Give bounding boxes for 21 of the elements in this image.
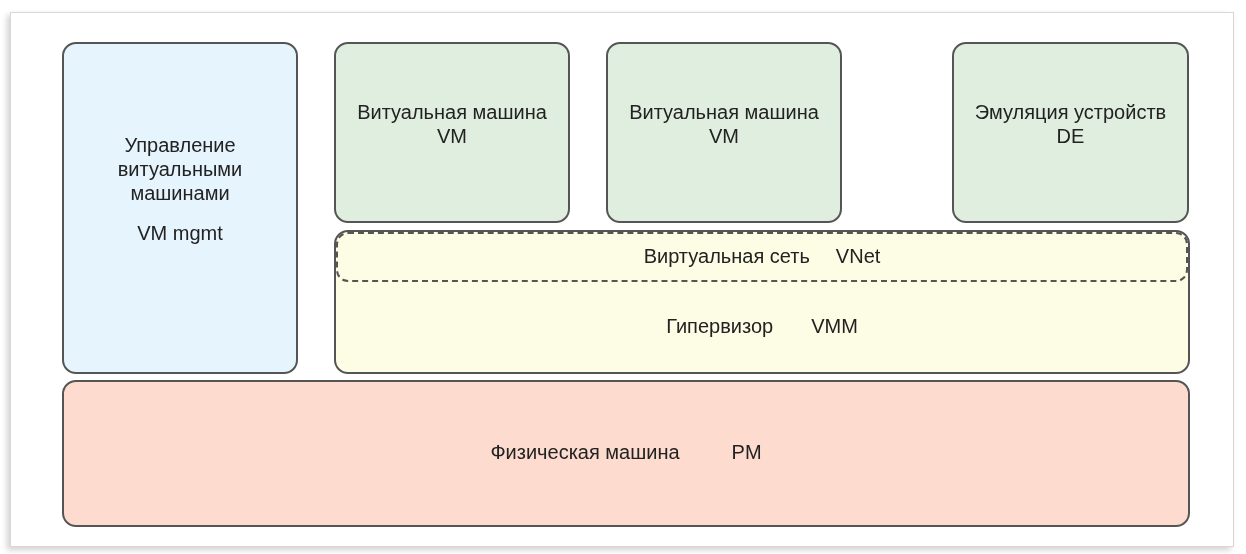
node-label: Витуальная машина bbox=[629, 100, 819, 124]
node-label: VM bbox=[709, 124, 739, 148]
management-box bbox=[62, 42, 298, 374]
node-label: VM mgmt bbox=[137, 221, 223, 245]
node-label: VM bbox=[437, 124, 467, 148]
node-label: Управление витуальными машинами bbox=[116, 133, 244, 205]
hypervisor-box bbox=[334, 230, 1190, 374]
node-label: Витуальная машина bbox=[357, 100, 547, 124]
node-label: Физическая машина bbox=[490, 440, 680, 464]
node-label: Эмуляция устройств bbox=[974, 100, 1167, 124]
virtual-machine-box bbox=[334, 42, 570, 223]
node-label: Гипервизор bbox=[666, 314, 774, 338]
node-label: PM bbox=[731, 440, 762, 464]
node-label: VMM bbox=[811, 314, 858, 338]
virtual-machine-box bbox=[606, 42, 842, 223]
device-emulation-box bbox=[952, 42, 1189, 223]
node-label: VNet bbox=[835, 244, 881, 268]
node-label: DE bbox=[1056, 124, 1085, 148]
physical-machine-box bbox=[62, 380, 1190, 527]
node-label: Виртуальная сеть bbox=[643, 244, 810, 268]
virtual-network-band bbox=[336, 232, 1188, 282]
